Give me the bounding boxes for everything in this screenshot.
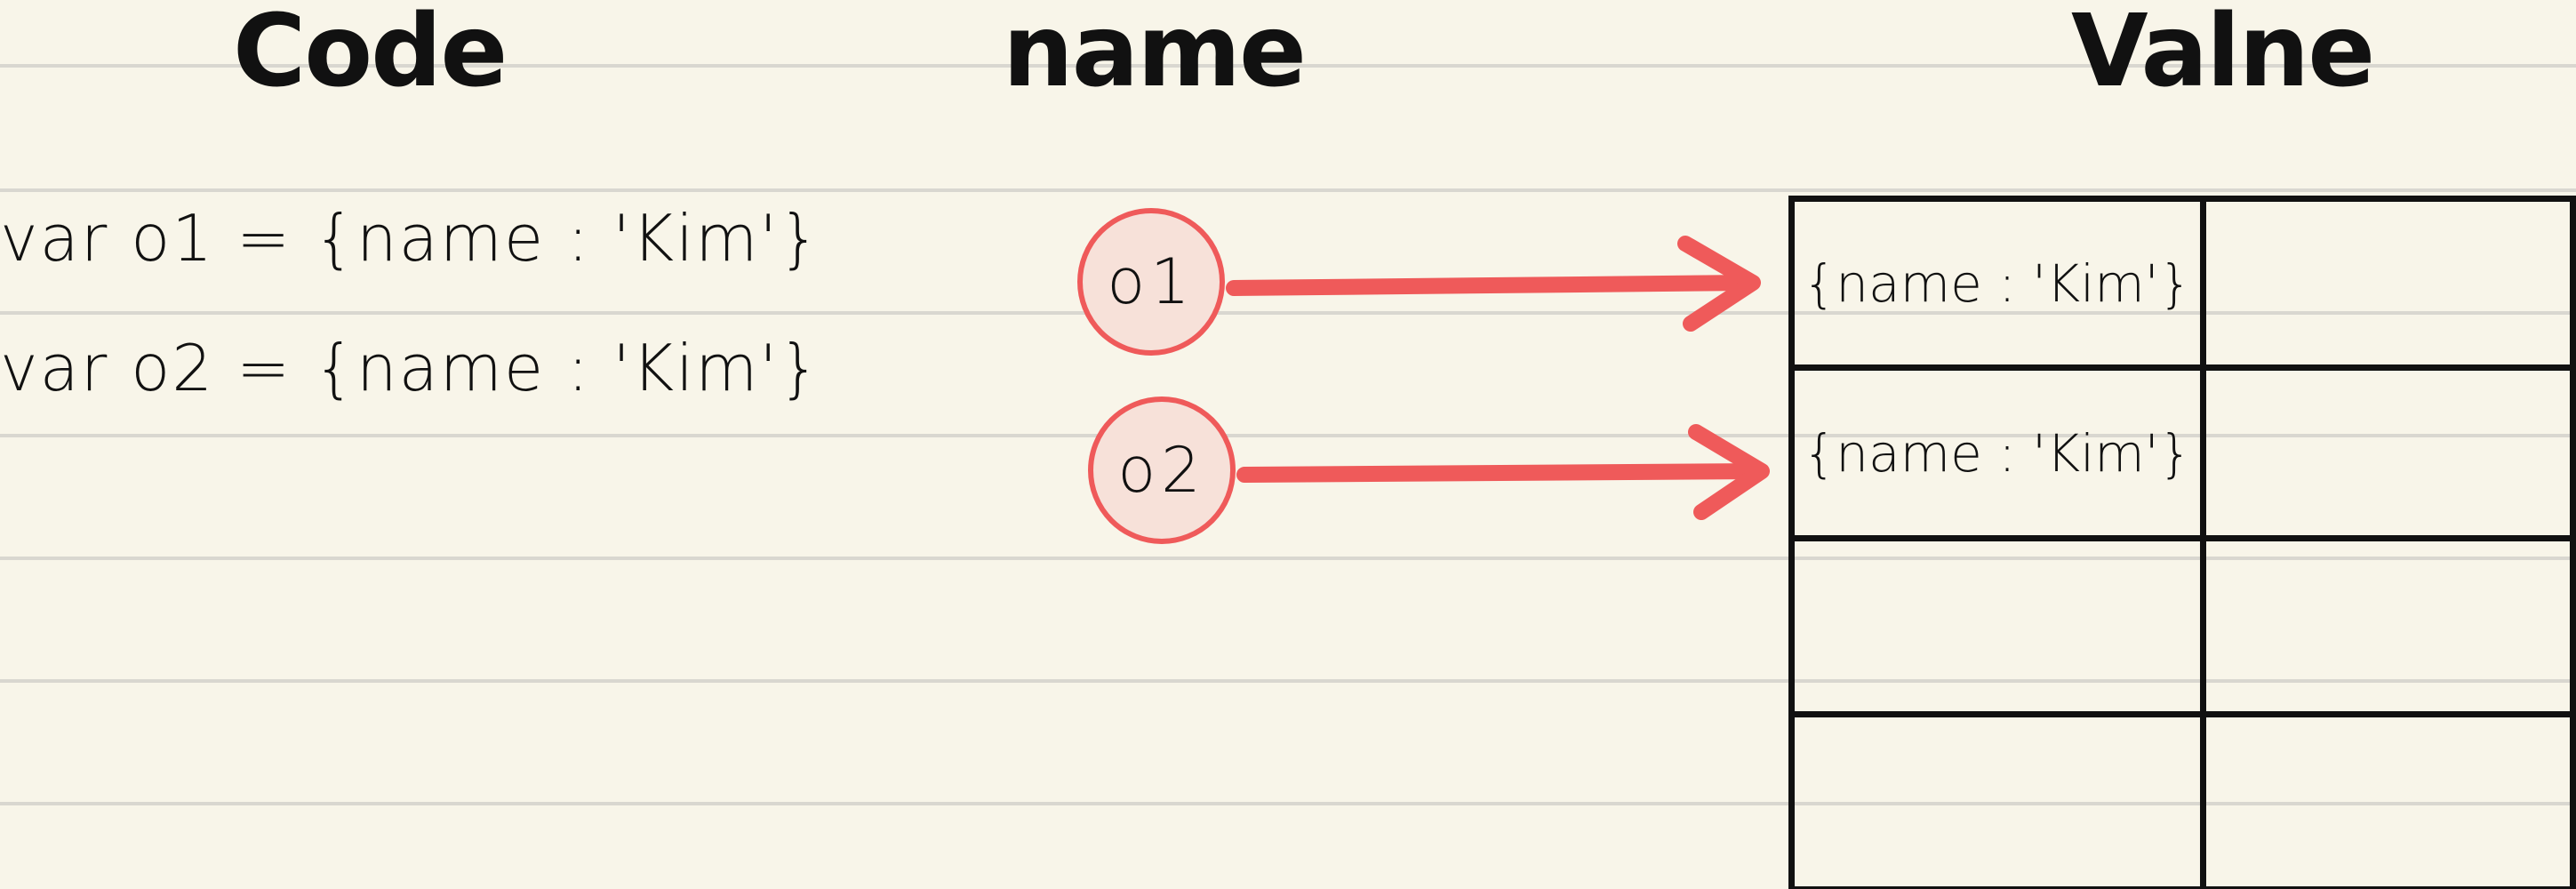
memory-row: {name : 'Kim'} xyxy=(1788,364,2576,541)
memory-cell-empty xyxy=(2200,711,2576,889)
memory-cell-empty xyxy=(2200,364,2576,541)
ruled-line xyxy=(0,679,2576,683)
ruled-line xyxy=(0,434,2576,437)
memory-cell-empty xyxy=(2200,196,2576,371)
code-line-o1: var o1 = {name : 'Kim'} xyxy=(0,201,821,276)
variable-node-label: o1 xyxy=(1107,245,1196,318)
memory-table: {name : 'Kim'} {name : 'Kim'} xyxy=(1788,196,2576,889)
arrow-o1-shaft xyxy=(1226,275,1759,296)
arrow-o2-head xyxy=(1688,424,1770,520)
arrow-o2-shaft xyxy=(1236,463,1768,483)
ruled-line xyxy=(0,188,2576,192)
ruled-line xyxy=(0,802,2576,805)
memory-cell-empty xyxy=(1788,711,2206,889)
variable-node-o2: o2 xyxy=(1088,396,1236,544)
memory-row xyxy=(1788,711,2576,889)
code-column-header: Code xyxy=(233,0,508,109)
memory-cell-empty xyxy=(2200,535,2576,717)
memory-cell-value: {name : 'Kim'} xyxy=(1788,196,2206,371)
variable-node-o1: o1 xyxy=(1077,208,1225,356)
code-line-o2: var o2 = {name : 'Kim'} xyxy=(0,331,821,405)
variable-node-label: o2 xyxy=(1117,434,1206,507)
ruled-line xyxy=(0,311,2576,315)
memory-row: {name : 'Kim'} xyxy=(1788,196,2576,371)
ruled-line xyxy=(0,557,2576,560)
memory-cell-empty xyxy=(1788,535,2206,717)
memory-cell-value: {name : 'Kim'} xyxy=(1788,364,2206,541)
memory-row xyxy=(1788,535,2576,717)
ruled-line xyxy=(0,64,2576,68)
arrow-o2-to-row-2 xyxy=(1236,424,1770,520)
name-column-header: name xyxy=(1003,0,1307,109)
value-column-header: Valne xyxy=(2071,0,2375,109)
